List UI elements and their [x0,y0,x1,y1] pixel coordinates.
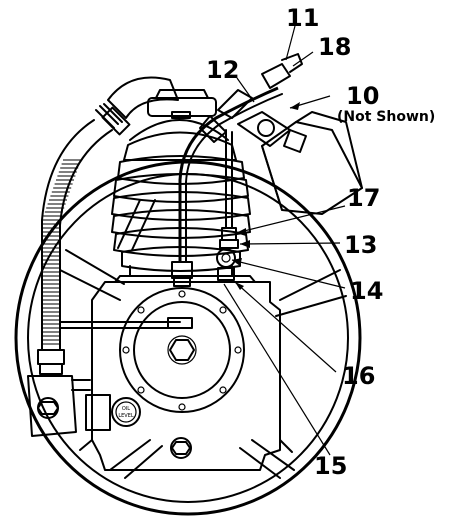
crankcase [79,275,293,471]
callout-13: 13 [344,231,377,259]
callout-18: 18 [318,33,351,61]
discharge-hose [27,119,181,437]
oil-level-cap: OIL LEVEL [85,394,141,431]
fitting-16 [217,267,235,281]
callout-17: 17 [347,184,380,212]
callout-11: 11 [286,4,319,32]
oil-cap-text-1: OIL [122,406,130,412]
callout-14: 14 [350,277,383,305]
callout-10-note: (Not Shown) [337,109,435,125]
callout-labels: 11 18 12 10 (Not Shown) 17 13 14 16 15 [206,4,435,480]
head-valve-assembly [237,111,363,215]
callout-16: 16 [342,362,375,390]
callout-15: 15 [314,452,347,480]
leader-lines [223,25,346,456]
oil-cap-text-2: LEVEL [118,413,134,419]
fitting-14 [216,248,236,268]
callout-12: 12 [206,56,239,84]
unloader-line [216,129,239,281]
callout-10: 10 [346,82,379,110]
aftercooler-tube [171,53,303,287]
intake-elbow [95,76,179,136]
hose-ribs [42,159,81,345]
